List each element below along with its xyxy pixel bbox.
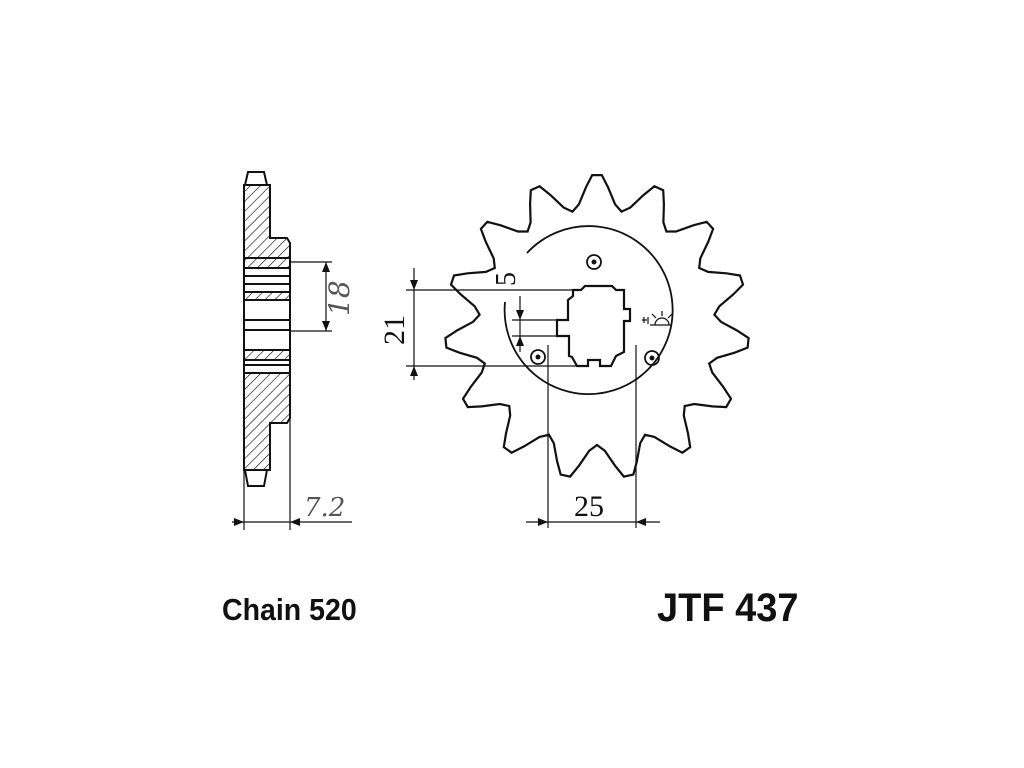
bolt-hole-left	[530, 349, 546, 365]
thickness-arrow-right	[290, 518, 300, 526]
part-number-label: JTF 437	[657, 586, 799, 630]
splined-bore	[555, 284, 632, 368]
spline-height-label: 18	[323, 280, 356, 316]
side-tooth-bottom	[243, 469, 269, 487]
side-section-view	[232, 171, 352, 530]
bolt-hole-top	[586, 254, 602, 270]
key-width-label: 5	[491, 272, 522, 286]
key-arrow-top	[516, 310, 524, 320]
key-arrow-bottom	[516, 336, 524, 346]
bolt-hole-right	[644, 350, 660, 366]
lower-hatched-section	[243, 372, 291, 471]
side-tooth-top	[243, 171, 269, 186]
bore-label: 21	[378, 315, 411, 345]
front-view	[406, 174, 750, 528]
bore-arrow-bottom	[410, 366, 418, 376]
pitch-arrow-left	[538, 518, 548, 526]
thickness-label: 7.2	[304, 493, 345, 523]
bore-arrow-top	[410, 280, 418, 290]
spline-arrow-top	[322, 262, 330, 272]
side-outline	[243, 185, 291, 470]
pitch-spacing-label: 25	[574, 490, 604, 523]
timing-mark-symbol	[642, 311, 673, 326]
spline-arrow-bottom	[322, 321, 330, 331]
hub-circle	[503, 225, 674, 395]
thickness-arrow-left	[234, 518, 244, 526]
spline-bands	[243, 257, 291, 366]
pitch-arrow-right	[636, 518, 646, 526]
chain-size-label: Chain 520	[222, 592, 357, 627]
upper-hatched-section	[243, 184, 291, 259]
sprocket-tooth-profile	[444, 174, 750, 478]
